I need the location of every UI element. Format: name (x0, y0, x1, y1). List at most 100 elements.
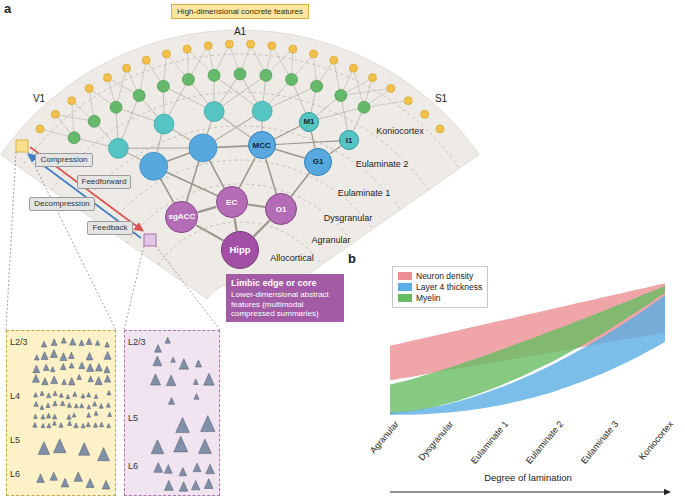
feature-dot (387, 84, 395, 92)
region-node: I1 (339, 130, 359, 150)
pyramidal-neuron (102, 480, 110, 489)
pyramidal-neuron (86, 422, 90, 427)
pyramidal-neuron (59, 423, 63, 428)
pyramidal-neuron (53, 391, 57, 396)
axis-title: Degree of lamination (484, 473, 572, 484)
network-link (116, 68, 127, 107)
network-link (187, 49, 214, 75)
network-link (274, 126, 300, 139)
network-link (334, 60, 341, 95)
pyramidal-neuron (34, 402, 38, 407)
network-link (247, 205, 265, 207)
node-text: G1 (313, 157, 324, 166)
zone-name: Agranular (309, 235, 352, 245)
area-name: A1 (234, 26, 246, 38)
feature-dot (310, 50, 318, 58)
zone-name: Eulaminate 1 (336, 188, 393, 198)
pyramidal-neuron (153, 356, 162, 366)
network-link (214, 75, 266, 111)
pyramidal-neuron (179, 482, 188, 492)
pyramidal-neuron (87, 413, 91, 417)
pyramidal-neuron (51, 339, 57, 346)
region-node: MCC (248, 131, 276, 159)
feature-dot (404, 97, 412, 105)
region-node: sgACC (165, 201, 198, 234)
pyramidal-neuron (51, 376, 58, 384)
axis-tick-label: Eulaminate 1 (469, 419, 511, 466)
axis-tick-label: Agranular (368, 419, 401, 456)
node-text: Feedforward (82, 177, 127, 186)
network-link (317, 60, 334, 86)
network-link (341, 68, 354, 95)
network-link (116, 107, 164, 124)
pyramidal-neuron (53, 401, 57, 406)
lamination-axis-arrow (390, 491, 670, 492)
pyramidal-neuron (46, 413, 50, 418)
pyramidal-neuron (86, 479, 94, 488)
pyramidal-neuron (95, 363, 102, 371)
pyramidal-neuron (194, 394, 199, 400)
koniocortex-unit (260, 69, 272, 81)
cortex-fan (1, 30, 479, 299)
pyramidal-neuron (73, 392, 77, 397)
eulaminate-unit (189, 134, 217, 162)
legend-text: Neuron density (416, 271, 473, 281)
pyramidal-neuron (67, 414, 71, 419)
pyramidal-neuron (62, 379, 67, 384)
pyramidal-neuron (94, 394, 98, 398)
pyramidal-neuron (165, 337, 170, 343)
koniocortex-unit (157, 80, 169, 92)
leader-line (156, 246, 220, 330)
pyramidal-neuron (40, 391, 44, 395)
pyramidal-neuron (43, 364, 49, 370)
leader-line (6, 152, 16, 330)
network-link (187, 49, 188, 79)
network-link (214, 44, 229, 75)
pyramidal-neuron (193, 463, 201, 472)
network-link (240, 74, 262, 111)
network-link (314, 54, 317, 86)
pyramidal-neuron (61, 364, 66, 370)
feature-dot (289, 45, 297, 53)
layer-label: L2/3 (10, 337, 28, 347)
pyramidal-neuron (99, 404, 103, 409)
feature-dot (142, 56, 150, 64)
arrow-tag: Feedforward (77, 175, 132, 188)
region-node: Hipp (221, 231, 259, 269)
pyramidal-neuron (176, 417, 190, 432)
pyramidal-neuron (106, 403, 110, 407)
koniocortex-unit (234, 68, 246, 80)
feature-dot (268, 42, 276, 50)
pyramidal-neuron (72, 413, 76, 417)
pyramidal-neuron (79, 362, 85, 369)
pyramidal-neuron (50, 367, 55, 372)
pyramidal-neuron (69, 352, 75, 358)
pyramidal-neuron (107, 424, 111, 428)
pyramidal-neuron (67, 403, 71, 408)
feature-dot (436, 125, 444, 133)
network-link (164, 79, 188, 124)
eulaminate-unit (140, 152, 168, 180)
network-link (214, 74, 240, 112)
node-text: MCC (253, 141, 271, 150)
network-link (164, 124, 203, 148)
network-link (118, 147, 203, 149)
pyramidal-neuron (193, 379, 198, 384)
koniocortex-unit (68, 132, 80, 144)
feature-dot (349, 64, 357, 72)
pyramidal-neuron (47, 393, 51, 398)
network-link (208, 46, 214, 76)
network-link (163, 86, 165, 124)
network-link (262, 86, 316, 111)
koniocortex-unit (358, 101, 370, 113)
pyramidal-neuron (81, 394, 85, 398)
pyramidal-neuron (34, 393, 38, 397)
network-link (311, 131, 315, 148)
sample-square (144, 234, 156, 246)
pyramidal-neuron (198, 439, 211, 453)
pyramidal-neuron (61, 337, 66, 343)
region-node: M1 (299, 112, 319, 132)
legend-row: Layer 4 thickness (398, 282, 482, 292)
feature-dot (204, 42, 212, 50)
